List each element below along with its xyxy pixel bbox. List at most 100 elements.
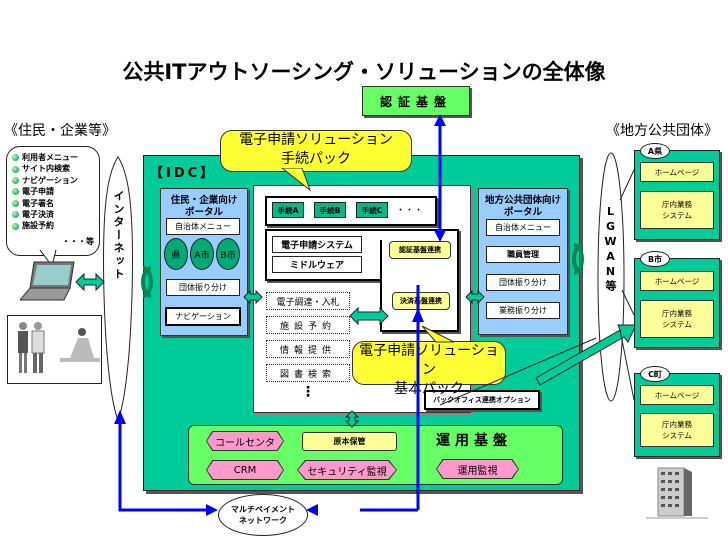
bubble-basic-pack-line1: 電子申請ソリューション	[359, 343, 499, 378]
vertical-ops-arrow	[344, 410, 360, 428]
bullet-icon	[12, 165, 19, 173]
procedures-more: ・・・	[396, 206, 424, 216]
resident-portal-routing: 団体振り分け	[166, 279, 240, 296]
service-facility-reservation: 施設予約	[266, 316, 350, 334]
center-gov-arrow	[465, 289, 485, 305]
sync-icon-left	[141, 266, 153, 298]
resident-portal-title-2: ポータル	[184, 207, 223, 218]
city-a-tag: A県	[640, 143, 670, 159]
bubble-procedure-pack-tail	[281, 168, 312, 192]
idc-label: 【IDC】	[150, 166, 217, 181]
bullet-icon	[12, 222, 19, 230]
arrowhead-right-mpn	[206, 504, 218, 516]
city-c-tag: C町	[640, 366, 670, 382]
menu-item: 電子署名	[12, 198, 78, 209]
middleware: ミドルウェア	[272, 256, 362, 273]
internet-label: インターネット	[112, 190, 125, 281]
e-application-system: 電子申請システム	[272, 236, 362, 253]
arrowhead-left-mpn	[306, 504, 318, 516]
multipayment-network: マルチペイメントネットワーク	[218, 494, 308, 536]
menu-item: サイト内検索	[12, 163, 78, 174]
ops-title: 運用基盤	[436, 433, 512, 449]
multipayment-line2: ネットワーク	[239, 516, 287, 525]
people-illustration	[7, 315, 102, 384]
procedure-a: 手続A	[272, 202, 304, 218]
government-portal-title-2: ポータル	[503, 207, 542, 218]
menu-item: 電子決済	[12, 209, 78, 220]
gov-portal-item-4: 業務振り分け	[486, 302, 560, 319]
ops-security-monitoring: セキュリティ監視	[298, 461, 396, 479]
laptop-internet-arrow	[75, 272, 105, 292]
city-c-system-line1: 庁内業務	[662, 420, 692, 429]
multipayment-line1: マルチペイメント	[231, 505, 295, 514]
city-c-system: 庁内業務システム	[640, 413, 714, 447]
city-b-system-line1: 庁内業務	[662, 309, 692, 318]
auth-integration: 認証基盤連携	[389, 241, 451, 259]
bubble-procedure-pack-line2: 手続パック	[281, 151, 351, 167]
sync-icon-right	[572, 243, 584, 275]
lgwan-city-c-arrow	[535, 324, 637, 386]
oval-city-a: A市	[190, 238, 214, 270]
arrowhead-down-auth	[434, 230, 446, 242]
ops-call-center: コールセンタ	[207, 432, 283, 450]
ops-operations-monitoring: 運用監視	[437, 460, 518, 478]
resident-menu-bubble	[6, 146, 100, 256]
blue-arrowheads	[114, 114, 446, 516]
bubble-procedure-pack-line1: 電子申請ソリューション	[239, 132, 393, 148]
procedure-b: 手続B	[314, 202, 346, 218]
bullet-icon	[12, 188, 19, 196]
resident-portal-municipal-menu: 自治体メニュー	[166, 218, 240, 235]
arrowhead-up-payment	[412, 308, 424, 322]
services-more: ⋮	[301, 384, 315, 400]
city-a-system-line1: 庁内業務	[662, 200, 692, 209]
gov-portal-item-1: 自治体メニュー	[486, 219, 560, 236]
lgwan-label: LGWAN等	[604, 205, 617, 293]
bullet-icon	[12, 211, 19, 219]
gov-portal-item-2: 職員管理	[486, 246, 560, 263]
arrowhead-up-auth	[434, 114, 446, 126]
portal-center-arrow	[243, 289, 263, 305]
payment-integration: 決済基盤連携	[392, 292, 450, 310]
bubble-basic-pack-tail	[421, 325, 455, 343]
service-library-search: 図書検索	[266, 364, 350, 382]
resident-portal-title-1: 住民・企業向け	[170, 195, 238, 206]
city-c-system-line2: システム	[662, 431, 692, 440]
menu-item: 施設予約	[12, 220, 78, 231]
resident-menu-list: 利用者メニュー サイト内検索 ナビゲーション 電子申請 電子署名 電子決済 施設…	[12, 152, 78, 232]
government-section-label: 《地方公共団体》	[606, 123, 718, 139]
arrowhead-up-internet	[114, 410, 126, 424]
city-b-tag: B市	[640, 251, 670, 267]
laptop-icon	[20, 261, 75, 301]
government-portal-title-1: 地方公共団体向け	[484, 195, 561, 206]
city-b-system: 庁内業務システム	[640, 300, 714, 338]
city-b-system-line2: システム	[662, 320, 692, 329]
bullet-icon	[12, 199, 19, 207]
city-c-homepage: ホームページ	[640, 385, 714, 405]
residents-section-label: 《住民・企業等》	[4, 123, 116, 139]
building-icon	[646, 467, 708, 519]
ops-original-storage: 原本保管	[302, 432, 397, 451]
bubble-basic-pack: 電子申請ソリューション 基本パック	[352, 341, 506, 397]
city-a-system: 庁内業務システム	[640, 191, 714, 229]
city-b-homepage: ホームページ	[640, 271, 714, 291]
people-icon	[18, 322, 100, 373]
service-e-procurement: 電子調達・入札	[266, 292, 350, 310]
backoffice-option: バックオフィス連携オプション	[424, 390, 540, 410]
resident-menu-more: ・・・等	[62, 237, 94, 246]
ops-monitoring-wrap: 運用監視	[436, 459, 519, 479]
ops-crm: CRM	[207, 461, 283, 479]
gov-portal-item-3: 団体振り分け	[486, 274, 560, 291]
ops-call-center-wrap: コールセンタ	[206, 431, 284, 451]
bubble-procedure-pack: 電子申請ソリューション 手続パック	[220, 130, 412, 172]
city-a-system-line2: システム	[662, 211, 692, 220]
bullet-icon	[12, 177, 19, 185]
menu-item: 電子申請	[12, 186, 78, 197]
auth-platform-box: 認証基盤	[362, 86, 470, 116]
resident-portal-navigation: ナビゲーション	[165, 307, 241, 326]
city-a-homepage: ホームページ	[640, 162, 714, 182]
services-payment-arrow	[349, 306, 389, 326]
menu-item: ナビゲーション	[12, 175, 78, 186]
ops-crm-wrap: CRM	[206, 460, 284, 480]
bullet-icon	[12, 154, 19, 162]
